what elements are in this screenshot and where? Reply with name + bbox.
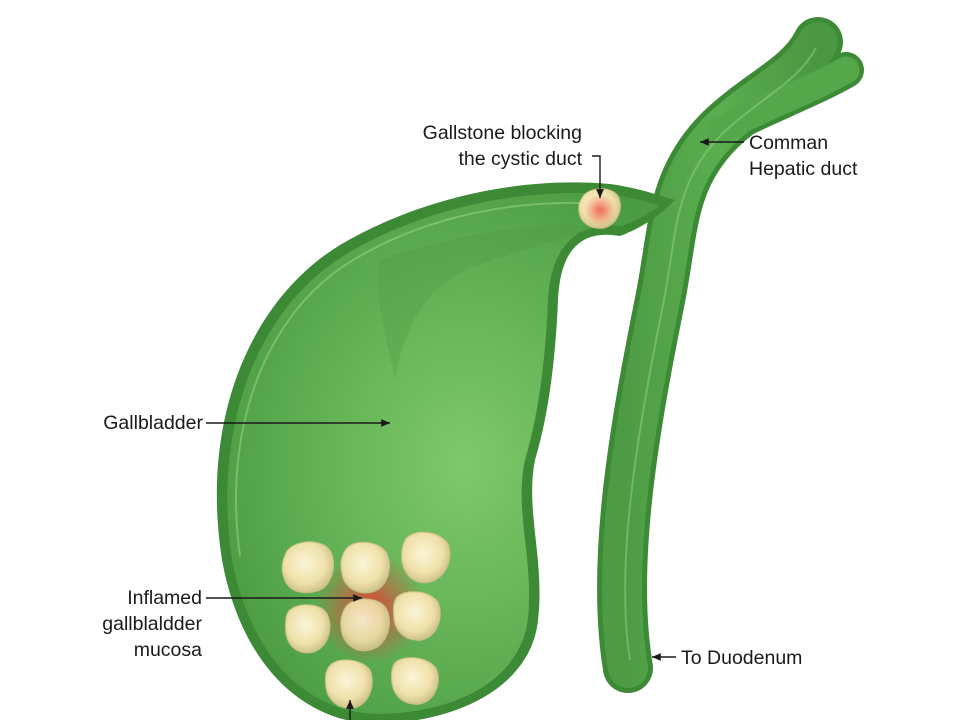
gallstone <box>281 541 335 594</box>
gallbladder-label: Gallbladder <box>103 412 203 434</box>
gallstone <box>392 591 441 641</box>
common-hepatic-duct-label: Comman Hepatic duct <box>749 132 858 180</box>
gallstone <box>284 604 331 654</box>
blocking-gallstone <box>578 188 621 229</box>
leader-lines <box>206 138 744 720</box>
gallstone <box>401 531 451 584</box>
to-duodenum-label: To Duodenum <box>681 647 803 669</box>
leader-gallstone <box>592 155 604 198</box>
gallstone <box>324 659 373 709</box>
gallstone-blocking-label: Gallstone blocking the cystic duct <box>422 122 582 170</box>
gallstone <box>340 598 390 652</box>
gallstone <box>340 541 390 594</box>
gallstone <box>390 657 439 705</box>
gallstones <box>281 531 451 709</box>
inflamed-mucosa-label: Inflamed gallblaldder mucosa <box>102 587 202 661</box>
hepatic-duct <box>597 17 864 693</box>
